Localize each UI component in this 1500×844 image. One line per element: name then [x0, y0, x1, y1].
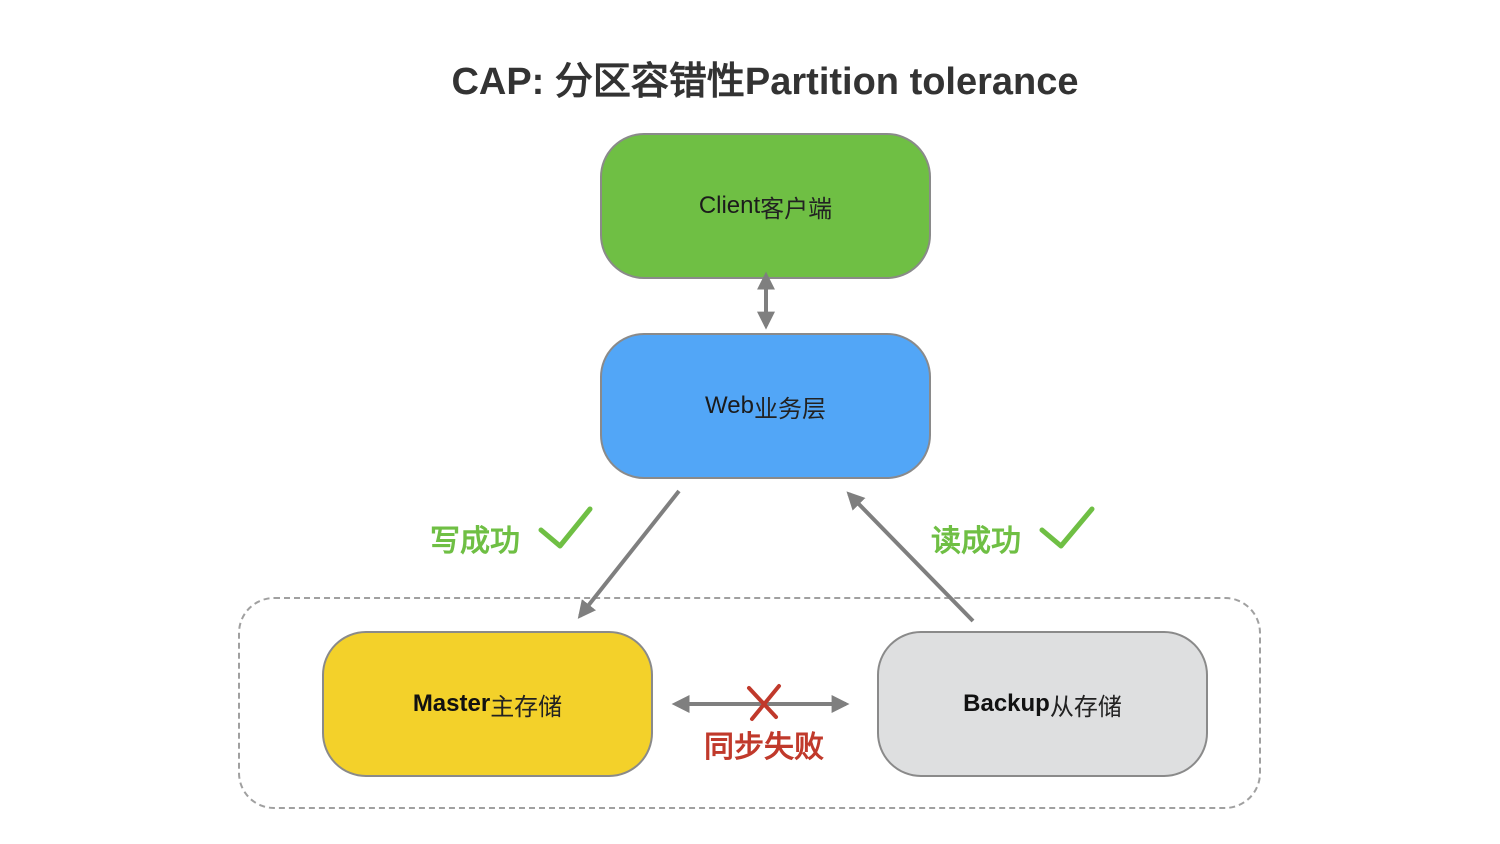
master-zh-label: 主存储: [490, 693, 563, 721]
sync-failed-x-icon: [747, 684, 781, 721]
write-success-label: 写成功: [430, 525, 520, 558]
read-check-icon: [1039, 506, 1095, 549]
partition-boundary: [238, 597, 1261, 809]
page-title: CAP: 分区容错性Partition tolerance: [451, 61, 1079, 103]
backup-web-arrow: [846, 491, 975, 623]
web-zh-label: 业务层: [753, 395, 826, 423]
client-en-label: Client: [698, 192, 761, 219]
backup-en-label: Backup: [963, 690, 1050, 717]
web-master-arrow: [577, 489, 681, 619]
sync-failed-label: 同步失败: [704, 731, 824, 764]
backup-zh-label: 从存储: [1049, 693, 1122, 721]
web-en-label: Web: [705, 392, 754, 419]
client-zh-label: 客户端: [760, 195, 833, 223]
master-en-label: Master: [412, 690, 491, 717]
write-check-icon: [538, 506, 593, 549]
read-success-label: 读成功: [931, 525, 1021, 558]
